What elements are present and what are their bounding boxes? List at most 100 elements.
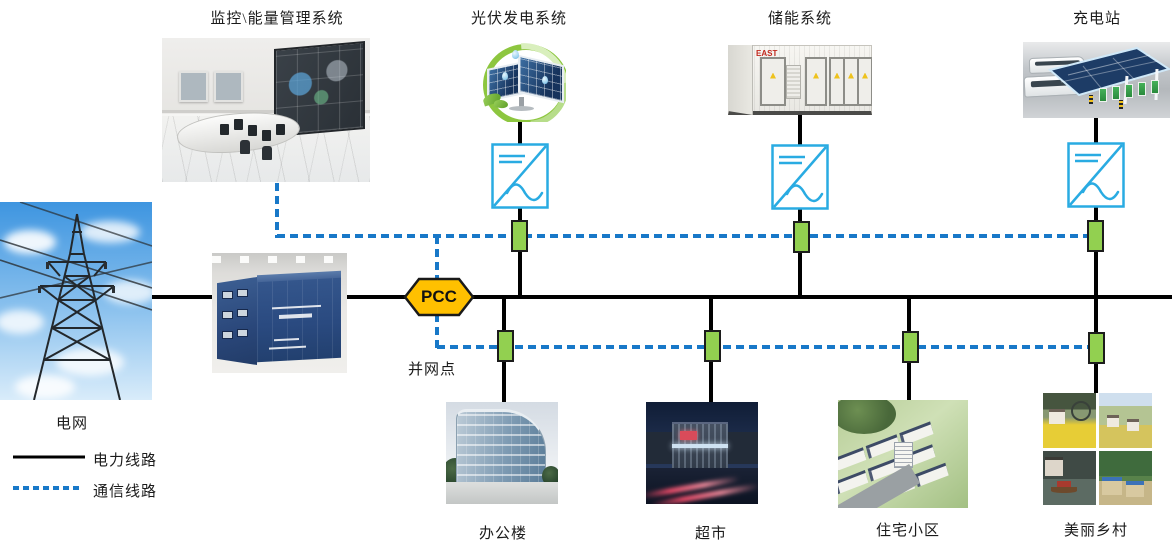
inverter-symbol (771, 144, 829, 210)
warning-triangle-icon (813, 72, 819, 79)
waterwheel-icon (1071, 401, 1091, 421)
water-town-photo (1043, 450, 1096, 505)
tree (542, 466, 558, 486)
water-drop-icon (502, 72, 508, 80)
legend-power-label: 电力线路 (93, 453, 158, 469)
charging-pile (1138, 82, 1146, 96)
charging-pile (1151, 80, 1159, 94)
warning-triangle-icon (834, 72, 840, 79)
control-room-image (162, 38, 370, 182)
wall-picture (214, 71, 243, 103)
blue-roof-house (1126, 480, 1144, 497)
grid-label: 电网 (55, 416, 89, 432)
office-switch-box (497, 330, 514, 362)
storage-container-image: EAST (728, 45, 872, 115)
blue-roof-house (1102, 476, 1122, 495)
legend-comm-label: 通信线路 (93, 484, 158, 500)
charging-pile (1099, 88, 1107, 102)
storage-label: 储能系统 (767, 11, 833, 27)
inverter-symbol (491, 143, 549, 209)
water-drop-icon (512, 50, 519, 59)
supermarket-image (646, 402, 758, 504)
storage-inverter-icon (771, 144, 829, 210)
container-door (760, 57, 786, 106)
inverter-symbol (1067, 142, 1125, 208)
container-door (857, 57, 872, 106)
desk-monitor (276, 124, 285, 135)
charging-pile (1125, 84, 1133, 98)
office-chair (240, 140, 250, 154)
village-house (1127, 419, 1139, 431)
supermarket-switch-box (704, 330, 721, 362)
desk-monitor (248, 125, 257, 136)
charging-switch-box (1087, 220, 1104, 252)
village-collage-image (1043, 393, 1152, 505)
pv-system-icon (478, 42, 566, 122)
flower-field-photo (1043, 393, 1096, 448)
container-window (237, 309, 248, 317)
canopy-gridline (1067, 54, 1151, 76)
residential-label: 住宅小区 (875, 523, 941, 539)
charging-station-image (1023, 42, 1170, 118)
boat-canopy (1057, 480, 1071, 487)
mall-building (672, 422, 728, 468)
label-bar (273, 337, 299, 341)
control-room-wall-strip (162, 110, 370, 113)
panel-stand (519, 97, 524, 108)
warning-triangle-icon (862, 72, 868, 79)
charging-label: 充电站 (1072, 11, 1122, 27)
container-window (237, 289, 248, 297)
wall-picture (178, 71, 208, 103)
village-switch-box (1088, 332, 1105, 364)
residential-switch-box (902, 331, 919, 363)
canopy-gridline (1112, 57, 1136, 81)
residential-area-image (838, 400, 968, 508)
desk-monitor (262, 130, 271, 141)
container-front-face (257, 277, 341, 363)
container-side-face (728, 45, 753, 115)
charging-inverter-icon (1067, 142, 1125, 208)
desk-monitor (234, 119, 243, 130)
supermarket-label: 超市 (694, 526, 728, 542)
office-chair (262, 146, 272, 160)
monitoring-label: 监控\能量管理系统 (210, 11, 344, 27)
eco-ring-icon (483, 44, 566, 122)
canal-house (1045, 456, 1063, 476)
container-side-face (217, 277, 257, 365)
power-electronic-transformer-image (212, 253, 347, 373)
village-house (1107, 415, 1119, 427)
bollard (1089, 95, 1093, 104)
warning-triangle-icon (770, 72, 776, 79)
insulators (38, 262, 115, 293)
pcc-note-label: 并网点 (408, 362, 457, 378)
pcc-label: PCC (421, 287, 457, 306)
container-window (222, 291, 233, 299)
pcc-hexagon (403, 277, 475, 317)
plaza (446, 482, 558, 504)
mall-sign (680, 431, 697, 440)
solar-canopy-graphic (1047, 46, 1170, 105)
bollard (1119, 100, 1123, 109)
lit-band (672, 443, 728, 448)
collage-grid (1043, 393, 1152, 505)
storage-switch-box (793, 221, 810, 253)
charging-pile (1112, 86, 1120, 100)
ceiling-lights (212, 256, 347, 263)
pv-inverter-icon (491, 143, 549, 209)
canopy-gridline (1082, 65, 1102, 89)
container-window (237, 329, 248, 337)
row-house (915, 465, 949, 488)
desk-monitor (220, 124, 229, 135)
blue-roof-village-photo (1099, 450, 1152, 505)
container-vent (786, 65, 801, 99)
tower-graphic (0, 202, 152, 400)
label-bar (272, 304, 321, 310)
tall-building (894, 442, 913, 468)
office-label: 办公楼 (478, 526, 528, 542)
storage-brand-logo: EAST (756, 49, 778, 58)
grid-tower-image (0, 202, 152, 400)
pv-label: 光伏发电系统 (470, 11, 568, 27)
glass-building (456, 409, 546, 487)
canopy-panel (1047, 46, 1170, 97)
